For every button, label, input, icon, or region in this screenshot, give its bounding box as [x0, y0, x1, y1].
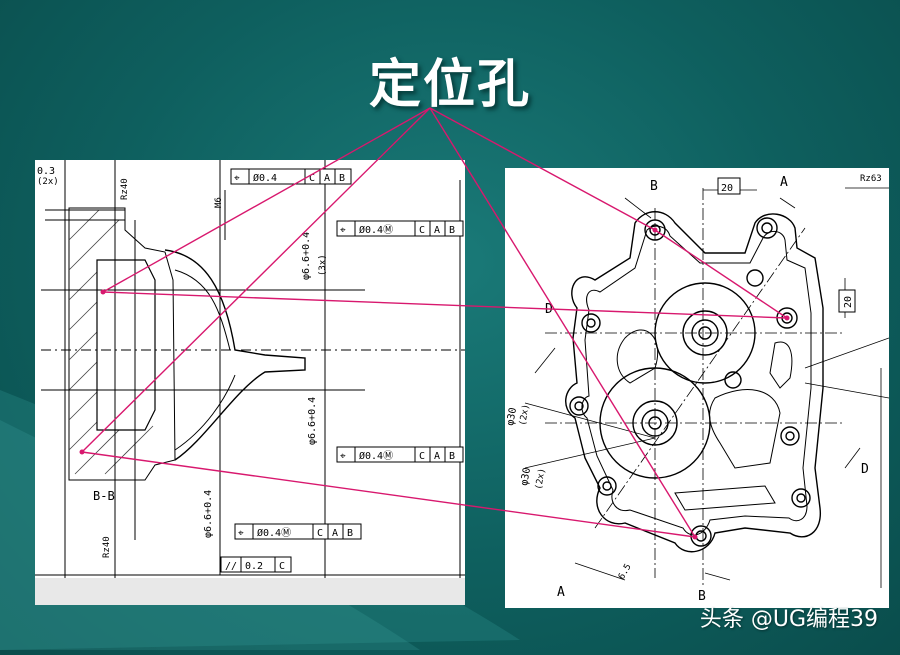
hole-tr — [756, 217, 778, 239]
fcf-1: ⌖ Ø0.4Ⓜ C A B — [336, 220, 464, 237]
label-d-left: D — [545, 302, 553, 317]
svg-text://: // — [225, 561, 237, 572]
svg-text:C: C — [419, 225, 425, 236]
svg-text:C: C — [309, 173, 315, 184]
svg-text:A: A — [332, 528, 338, 539]
svg-text:A: A — [324, 173, 330, 184]
dim-30-b: φ30 — [519, 467, 533, 487]
svg-text:0.2: 0.2 — [245, 561, 263, 572]
section-view-drawing: 0.3 (2x) Rz40 M6 ⌖ Ø0.4 C A B ⌖ Ø0.4Ⓜ C … — [35, 160, 465, 605]
dim-66-a: φ6.6+0.4 — [301, 232, 312, 280]
fcf-parallel: // 0.2 C — [220, 556, 292, 573]
svg-text:B: B — [339, 173, 345, 184]
front-view-svg: 20 20 B A D D A B Rz63 φ30 (2x) φ30 (2x)… — [505, 174, 889, 604]
svg-text:⌖: ⌖ — [238, 528, 244, 539]
dim-66-a-count: (3x) — [318, 254, 328, 276]
svg-text:Ø0.4: Ø0.4 — [253, 172, 277, 184]
dim-30-a-count: (2x) — [518, 403, 532, 426]
svg-text:C: C — [279, 561, 285, 572]
svg-text:Ø0.4Ⓜ: Ø0.4Ⓜ — [257, 527, 291, 539]
rz-bottom-label: Rz40 — [102, 536, 112, 558]
svg-text:C: C — [317, 528, 323, 539]
dim-65: 6.5 — [617, 562, 634, 581]
label-b-bottom: B — [698, 589, 706, 604]
rz-corner: Rz63 — [860, 174, 882, 184]
dim-66-c: φ6.6+0.4 — [203, 490, 214, 538]
dim-66-b: φ6.6+0.4 — [307, 397, 318, 445]
label-a-bottom: A — [557, 585, 565, 600]
svg-text:C: C — [419, 451, 425, 462]
dim-20-top: 20 — [721, 183, 733, 194]
rz-top-label: Rz40 — [120, 178, 130, 200]
svg-text:A: A — [434, 451, 440, 462]
slide-title: 定位孔 — [368, 55, 531, 115]
svg-text:⌖: ⌖ — [340, 225, 346, 236]
dim-30-a: φ30 — [505, 407, 519, 427]
svg-text:⌖: ⌖ — [340, 451, 346, 462]
dim-30-b-count: (2x) — [534, 467, 548, 490]
svg-text:A: A — [434, 225, 440, 236]
svg-text:B: B — [449, 225, 455, 236]
section-view-svg: 0.3 (2x) Rz40 M6 ⌖ Ø0.4 C A B ⌖ Ø0.4Ⓜ C … — [35, 160, 465, 605]
dim-20-right: 20 — [843, 296, 854, 308]
fcf-2: ⌖ Ø0.4Ⓜ C A B — [336, 446, 464, 463]
svg-text:Ø0.4Ⓜ: Ø0.4Ⓜ — [359, 450, 393, 462]
front-view-drawing: 20 20 B A D D A B Rz63 φ30 (2x) φ30 (2x)… — [505, 168, 889, 608]
svg-text:Ø0.4Ⓜ: Ø0.4Ⓜ — [359, 224, 393, 236]
tol-top-left-count: (2x) — [37, 177, 59, 187]
watermark-text: 头条 @UG编程39 — [699, 607, 878, 632]
svg-text:B: B — [347, 528, 353, 539]
label-d-right: D — [861, 462, 869, 477]
tol-top-left: 0.3 — [37, 166, 55, 177]
fcf-3: ⌖ Ø0.4Ⓜ C A B — [234, 523, 362, 540]
label-a-top: A — [780, 175, 788, 190]
label-b-top: B — [650, 179, 658, 194]
section-label: B-B — [93, 489, 115, 503]
m-label: M6 — [214, 197, 224, 208]
svg-text:⌖: ⌖ — [234, 173, 240, 184]
svg-text:B: B — [449, 451, 455, 462]
fcf-top: ⌖ Ø0.4 C A B — [230, 168, 352, 185]
